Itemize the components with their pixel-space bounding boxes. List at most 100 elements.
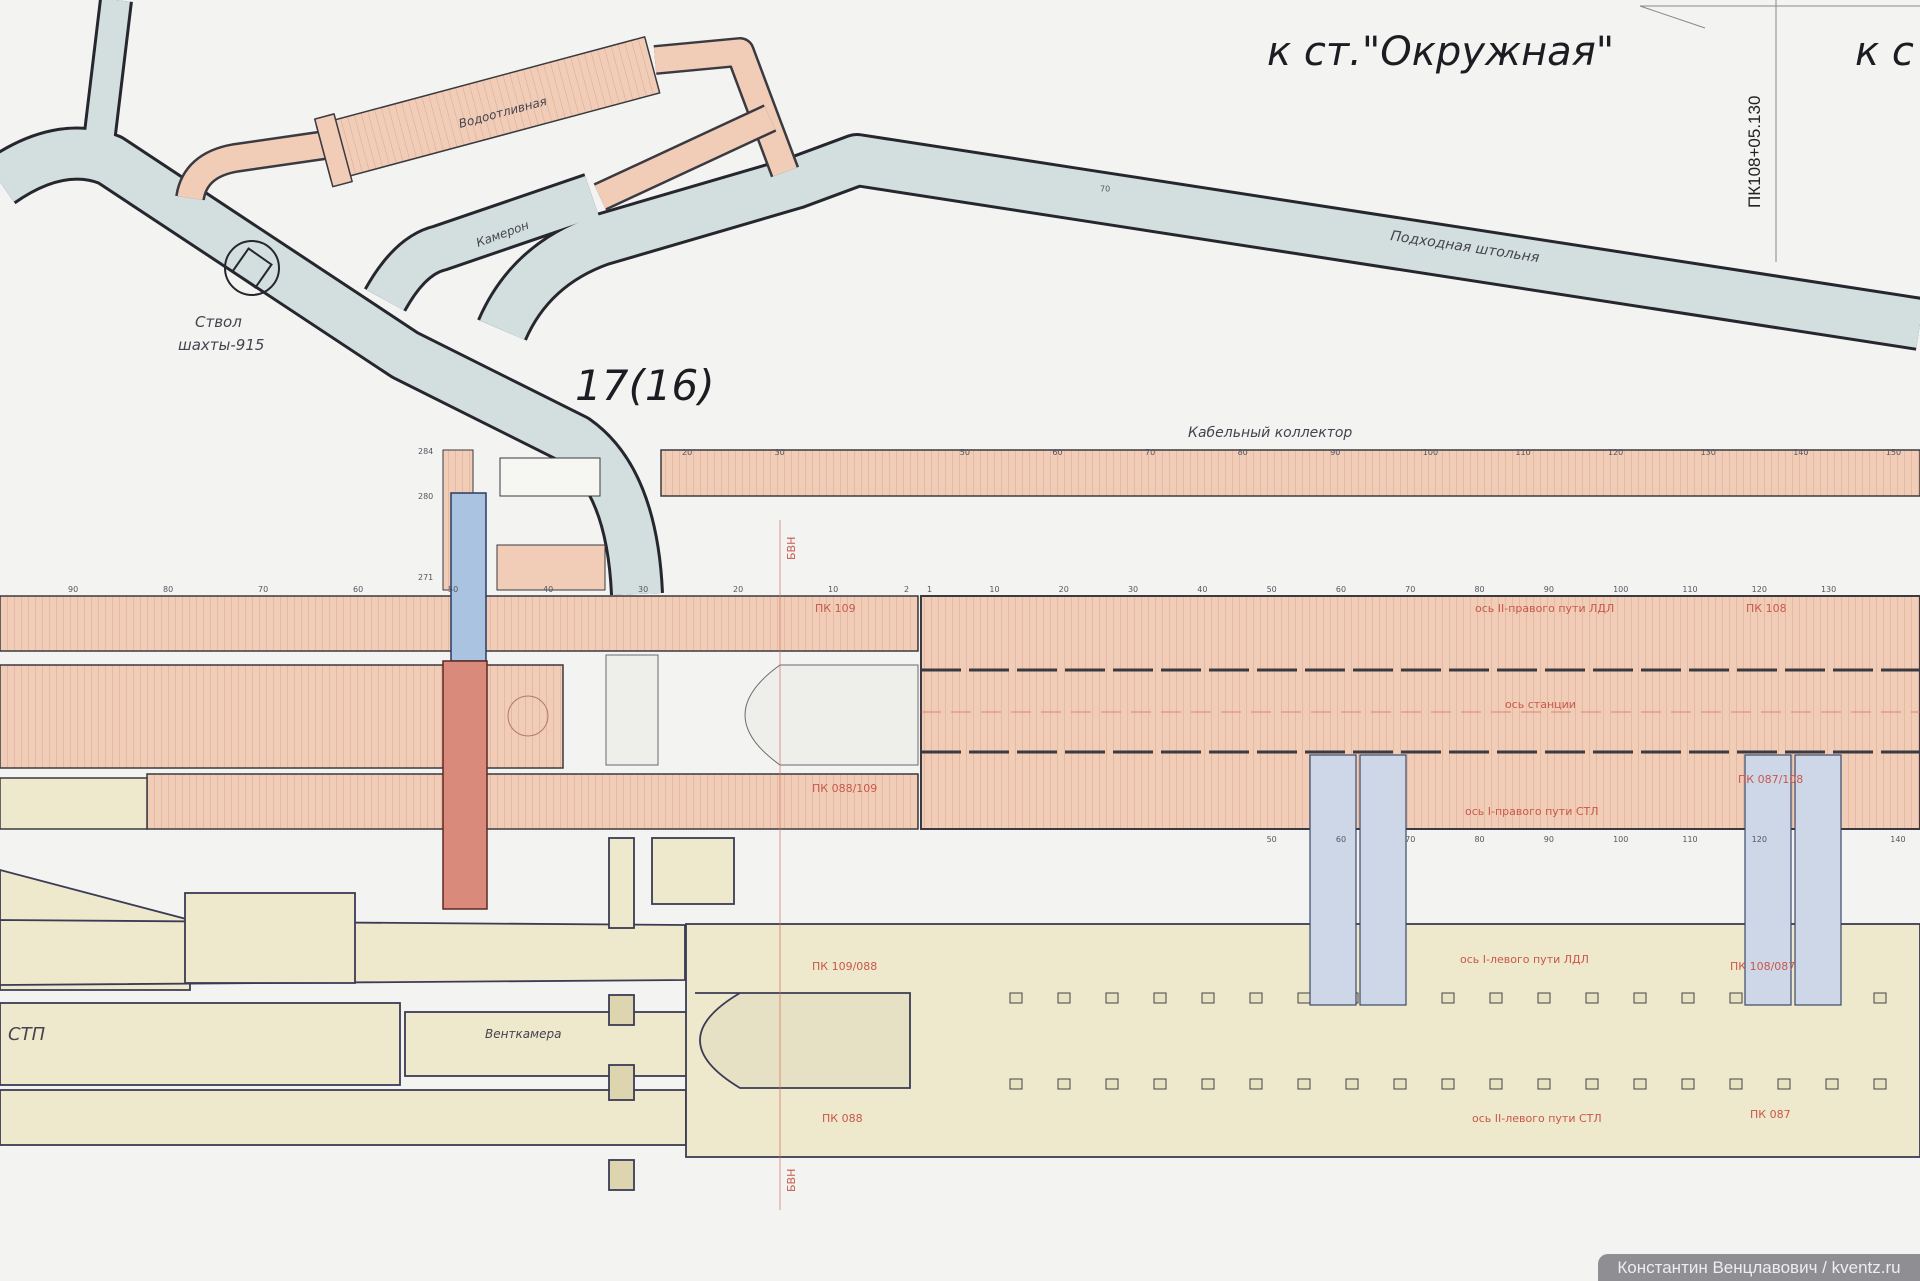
approach-adit-tick: 70 (1100, 185, 1110, 194)
drainage-chamber (175, 36, 800, 211)
axis-ii-left-stl: ось II-левого пути СТЛ (1472, 1112, 1602, 1125)
platform-right-top-tick: 100 (1613, 585, 1628, 594)
column-marker (1393, 1078, 1407, 1090)
shaft-915-symbol (224, 240, 280, 296)
cable-collector-tick: 50 (960, 448, 970, 457)
column-marker (1489, 1078, 1503, 1090)
platform-right-top-tick: 1 (927, 585, 932, 594)
column-marker (1105, 1078, 1119, 1090)
ventkamera-label: Венткамера (485, 1027, 561, 1041)
bvn-bottom-label: БВН (785, 1169, 798, 1192)
column-marker (1249, 992, 1263, 1004)
platform-right-bottom-tick: 50 (1267, 835, 1277, 844)
column-marker (1153, 1078, 1167, 1090)
platform-left-tick: 40 (543, 585, 553, 594)
column-marker (1585, 1078, 1599, 1090)
cable-collector-tick: 110 (1515, 448, 1530, 457)
platform-right-top-tick: 110 (1682, 585, 1697, 594)
platform-left-tick: 20 (733, 585, 743, 594)
platform-right-top-tick: 90 (1544, 585, 1554, 594)
platform-right-top-tick: 20 (1059, 585, 1069, 594)
column-marker (1201, 1078, 1215, 1090)
cable-collector-tick: 100 (1423, 448, 1438, 457)
pk109-label: ПК 109 (815, 602, 856, 615)
passage (496, 544, 606, 591)
elevator-shaft (450, 492, 487, 662)
pk109-088-label: ПК 109/088 (812, 960, 877, 973)
stp-label: СТП (8, 1024, 46, 1045)
platform-right-top-tick: 30 (1128, 585, 1138, 594)
platform-right-top-tick: 70 (1405, 585, 1415, 594)
bvn-top-label: БВН (785, 537, 798, 560)
platform-left-tick: 30 (638, 585, 648, 594)
platform-right-top-tick: 130 (1821, 585, 1836, 594)
column-marker (1441, 992, 1455, 1004)
level-271: 271 (418, 573, 433, 582)
axis-i-left-ldl: ось I-левого пути ЛДЛ (1460, 953, 1589, 966)
red-axis-labels: ПК 109 ПК 108 ось II-правого пути ЛДЛ ос… (812, 602, 1803, 1125)
platform-right-bottom-tick: 90 (1544, 835, 1554, 844)
column-marker (1009, 1078, 1023, 1090)
tunnel-network (0, 0, 1920, 596)
pk108-label: ПК 108 (1746, 602, 1787, 615)
cable-collector-tick: 150 (1886, 448, 1901, 457)
column-marker (1729, 992, 1743, 1004)
shaft-label-1: Ствол (195, 313, 242, 331)
column-marker (1153, 992, 1167, 1004)
platform-right-top-tick: 120 (1752, 585, 1767, 594)
column-marker (1681, 992, 1695, 1004)
column-marker (1873, 1078, 1887, 1090)
axis-i-right-stl: ось I-правого пути СТЛ (1465, 805, 1599, 818)
platform-left-tick: 60 (353, 585, 363, 594)
cable-collector-tick: 140 (1793, 448, 1808, 457)
level-280: 280 (418, 492, 433, 501)
platform-left-tick: 70 (258, 585, 268, 594)
cable-collector-tick: 120 (1608, 448, 1623, 457)
stair-red (442, 660, 488, 910)
column-marker (1777, 1078, 1791, 1090)
platform-right-top-tick: 60 (1336, 585, 1346, 594)
column-marker (1489, 992, 1503, 1004)
column-marker (1873, 992, 1887, 1004)
drawing-number: 17(16) (575, 361, 715, 410)
column-marker (1249, 1078, 1263, 1090)
cable-collector-tick: 30 (775, 448, 785, 457)
column-marker (1057, 1078, 1071, 1090)
column-marker (1105, 992, 1119, 1004)
platform-left-tick: 2 (904, 585, 909, 594)
column-marker (1009, 992, 1023, 1004)
right-station-hall (0, 595, 1920, 830)
picket-marker: ПК108+05.130 (1745, 96, 1764, 208)
column-marker (1057, 992, 1071, 1004)
column-marker (1729, 1078, 1743, 1090)
left-station-hall (0, 837, 1920, 1191)
column-marker (1297, 992, 1311, 1004)
platform-left-tick: 50 (448, 585, 458, 594)
cable-collector-tick: 90 (1330, 448, 1340, 457)
platform-left-tick: 10 (828, 585, 838, 594)
column-marker (1297, 1078, 1311, 1090)
cable-collector-tick: 80 (1238, 448, 1248, 457)
cable-collector-tick: 130 (1701, 448, 1716, 457)
cable-collector-tick: 70 (1145, 448, 1155, 457)
column-marker (1585, 992, 1599, 1004)
cross-passages (1309, 754, 1842, 1006)
direction-okruzhnaya: к ст."Окружная" (1267, 29, 1614, 75)
cable-collector (660, 449, 1920, 497)
column-marker (1537, 1078, 1551, 1090)
pk088-109-label: ПК 088/109 (812, 782, 877, 795)
cable-collector-label: Кабельный коллектор (1188, 425, 1352, 441)
platform-right-bottom-tick: 120 (1752, 835, 1767, 844)
watermark: Константин Венцлавович / kventz.ru (1598, 1254, 1920, 1281)
column-marker (1201, 992, 1215, 1004)
platform-right-bottom-tick: 110 (1682, 835, 1697, 844)
cable-collector-tick: 20 (682, 448, 692, 457)
cable-collector-tick: 60 (1052, 448, 1062, 457)
pk108-087-label: ПК 108/087 (1730, 960, 1795, 973)
axis-ii-right-ldl: ось II-правого пути ЛДЛ (1475, 602, 1614, 615)
platform-left-tick: 90 (68, 585, 78, 594)
column-marker (1537, 992, 1551, 1004)
column-marker (1633, 992, 1647, 1004)
